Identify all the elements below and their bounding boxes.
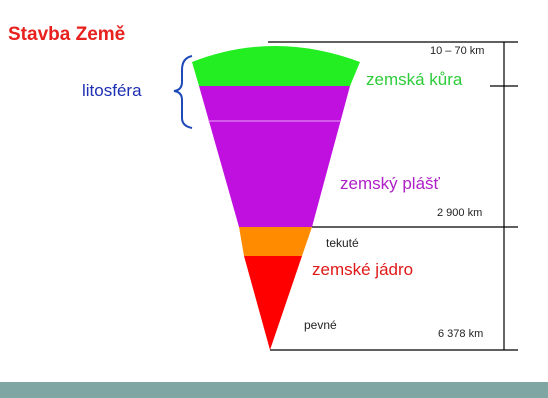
outer-core-layer	[239, 227, 312, 256]
liquid-core-label: tekuté	[326, 236, 359, 250]
crust-layer	[192, 46, 360, 86]
lithosphere-label: litosféra	[82, 81, 142, 100]
core-depth-label: 6 378 km	[438, 328, 484, 340]
mantle-label: zemský plášť	[340, 174, 440, 193]
mantle-layer	[199, 86, 350, 227]
mantle-depth-label: 2 900 km	[437, 207, 483, 219]
footer-bar	[0, 382, 548, 398]
earth-structure-diagram	[173, 41, 518, 351]
crust-depth-label: 10 – 70 km	[430, 45, 485, 57]
slide-title: Stavba Země	[8, 24, 126, 45]
inner-core-layer	[244, 256, 302, 350]
core-label: zemské jádro	[312, 260, 414, 279]
lithosphere-brace	[173, 55, 193, 129]
solid-core-label: pevné	[304, 318, 337, 332]
crust-label: zemská kůra	[366, 70, 463, 89]
